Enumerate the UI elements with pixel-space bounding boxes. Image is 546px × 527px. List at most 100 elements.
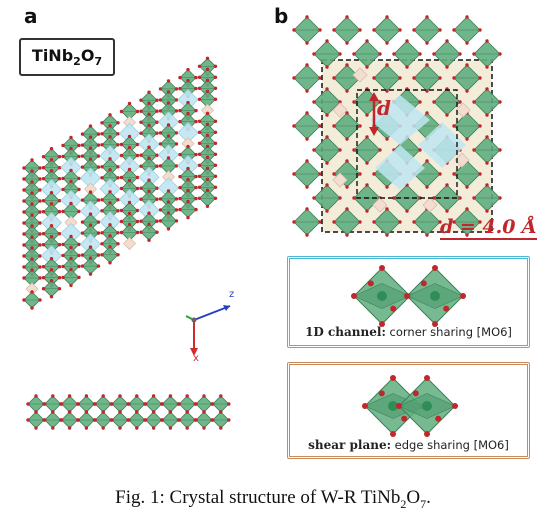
oxygen-atom <box>379 321 385 327</box>
oxygen-atom <box>41 276 46 280</box>
oxygen-atom <box>147 123 151 127</box>
oxygen-atom <box>305 15 309 19</box>
axis-triad <box>185 305 231 356</box>
oxygen-atom <box>345 233 349 237</box>
oxygen-atom <box>69 245 73 250</box>
oxygen-atom <box>472 148 476 152</box>
oxygen-atom <box>205 111 210 116</box>
oxygen-atom <box>292 76 296 80</box>
oxygen-atom <box>404 293 410 299</box>
oxygen-atom <box>351 293 357 299</box>
oxygen-atom <box>292 220 296 224</box>
oxygen-atom <box>127 418 131 422</box>
oxygen-atom <box>312 52 316 56</box>
oxygen-atom <box>88 146 93 150</box>
oxygen-atom <box>151 394 156 398</box>
oxygen-atom <box>178 75 182 80</box>
oxygen-atom <box>80 132 85 136</box>
oxygen-atom <box>41 199 46 203</box>
oxygen-atom <box>412 220 416 224</box>
tetra-site <box>372 197 388 213</box>
oxygen-atom <box>205 166 210 170</box>
oxygen-atom <box>425 63 429 67</box>
oxygen-atom <box>205 67 210 72</box>
oxygen-atom <box>30 268 34 272</box>
oxygen-atom <box>219 426 223 430</box>
oxygen-atom <box>77 209 81 214</box>
oxygen-atom <box>51 426 55 430</box>
oxygen-atom <box>390 305 397 312</box>
oxygen-atom <box>88 157 93 161</box>
oxygen-atom <box>194 196 198 201</box>
oxygen-atom <box>22 298 26 302</box>
oxygen-atom <box>88 272 93 276</box>
oxygen-atom <box>143 418 148 422</box>
oxygen-atom <box>88 212 93 216</box>
oxygen-atom <box>155 197 159 201</box>
oxygen-atom <box>135 410 139 414</box>
oxygen-atom <box>155 120 159 124</box>
oxygen-atom <box>177 418 181 422</box>
oxygen-atom <box>34 394 38 398</box>
oxygen-atom <box>332 28 336 32</box>
oxygen-atom <box>127 134 132 139</box>
oxygen-atom <box>158 109 163 113</box>
oxygen-atom <box>485 87 489 91</box>
oxygen-atom <box>367 280 374 287</box>
oxygen-atom <box>197 64 202 69</box>
oxygen-atom <box>438 172 442 176</box>
oxygen-atom <box>30 290 34 294</box>
oxygen-atom <box>425 233 429 237</box>
oxygen-atom <box>166 79 171 83</box>
oxygen-atom <box>202 426 206 430</box>
oxygen-atom <box>88 190 93 194</box>
oxygen-atom <box>418 100 422 104</box>
oxygen-atom <box>498 52 502 56</box>
oxygen-atom <box>77 253 81 258</box>
tetra-site <box>422 197 438 213</box>
oxygen-atom <box>432 321 438 327</box>
oxygen-atom <box>219 410 223 414</box>
metal-atom <box>430 291 440 301</box>
oxygen-atom <box>22 166 26 170</box>
oxygen-atom <box>365 39 369 43</box>
tetra-site <box>352 67 368 83</box>
oxygen-atom <box>38 177 42 181</box>
oxygen-atom <box>405 65 409 69</box>
oxygen-atom <box>213 185 218 189</box>
oxygen-atom <box>197 185 202 189</box>
oxygen-atom <box>34 426 38 430</box>
oxygen-atom <box>174 164 179 168</box>
oxygen-atom <box>438 220 442 224</box>
oxygen-atom <box>174 197 179 201</box>
oxygen-atom <box>166 123 171 127</box>
oxygen-atom <box>135 175 140 180</box>
panel-letter-b: b <box>274 4 289 28</box>
oxygen-atom <box>472 100 476 104</box>
oxygen-atom <box>88 124 93 128</box>
oxygen-atom <box>22 210 26 214</box>
oxygen-atom <box>197 119 202 124</box>
oxygen-atom <box>174 208 179 212</box>
oxygen-atom <box>41 265 46 269</box>
shear-caption: shear plane: edge sharing [MO6] <box>308 438 509 452</box>
oxygen-atom <box>405 39 409 43</box>
oxygen-atom <box>88 135 93 139</box>
oxygen-atom <box>478 28 482 32</box>
oxygen-atom <box>51 394 55 398</box>
oxygen-atom <box>108 157 112 161</box>
oxygen-atom <box>67 394 72 398</box>
oxygen-atom <box>292 124 296 128</box>
oxygen-atom <box>452 76 456 80</box>
oxygen-atom <box>435 415 442 422</box>
channel-caption: 1D channel: corner sharing [MO6] <box>305 325 512 339</box>
oxygen-atom <box>412 28 416 32</box>
oxygen-atom <box>80 264 85 268</box>
oxygen-atom <box>147 189 151 193</box>
oxygen-atom <box>485 39 489 43</box>
oxygen-atom <box>147 101 151 105</box>
oxygen-atom <box>100 132 104 136</box>
oxygen-atom <box>67 410 72 414</box>
